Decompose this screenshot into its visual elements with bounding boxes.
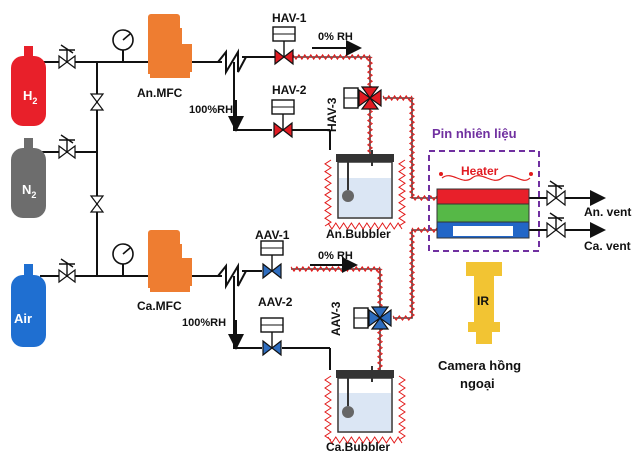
svg-text:N2: N2	[22, 182, 36, 200]
cathode-bubbler-label: Ca.Bubbler	[326, 440, 390, 454]
n2-cylinder: N2	[11, 138, 46, 218]
regulator-valves	[58, 44, 76, 284]
vent-valves	[546, 180, 566, 239]
manifold-valves	[89, 93, 105, 213]
bubbler-heating-wires	[324, 159, 406, 444]
anode-vent-label: An. vent	[584, 205, 631, 219]
cathode-0rh-label: 0% RH	[318, 250, 353, 262]
air-cylinder: Air	[11, 264, 46, 347]
manifold-valve-2	[89, 195, 105, 213]
aav3-label: AAV-3	[329, 301, 343, 336]
h2-regulator-valve	[58, 44, 76, 70]
fuel-cell	[428, 150, 540, 252]
camera-caption-line1: Camera hồng	[438, 358, 521, 373]
check-valve-cathode	[217, 262, 247, 290]
anode-mfc	[148, 14, 192, 78]
cathode-vent-valve	[546, 212, 566, 239]
cathode-vent-label: Ca. vent	[584, 239, 631, 253]
hav2-valve	[271, 99, 295, 139]
air-regulator-valve	[58, 258, 76, 284]
camera-caption-line2: ngoại	[460, 376, 495, 391]
n2-regulator-valve	[58, 134, 76, 160]
hav3-valve	[343, 86, 382, 110]
hav3-label: HAV-3	[325, 97, 339, 132]
cathode-mfc	[148, 230, 192, 292]
pressure-gauge-anode	[112, 29, 134, 62]
aav3-valve	[353, 306, 392, 330]
aav1-valve	[260, 240, 284, 280]
hav1-label: HAV-1	[272, 11, 307, 25]
cathode-100rh-label: 100%RH	[182, 317, 226, 329]
anode-bubbler	[336, 150, 394, 219]
hav2-label: HAV-2	[272, 83, 307, 97]
svg-text:Air: Air	[14, 311, 32, 326]
ir-camera: IR	[466, 262, 502, 344]
cathode-bubbler	[336, 366, 394, 433]
manifold-valve-1	[89, 93, 105, 111]
aav1-label: AAV-1	[255, 228, 290, 242]
anode-0rh-label: 0% RH	[318, 31, 353, 43]
flow-arrows	[228, 40, 362, 350]
svg-text:IR: IR	[477, 294, 489, 308]
anode-vent-valve	[546, 180, 566, 207]
check-valve-anode	[217, 48, 247, 76]
svg-text:H2: H2	[23, 88, 37, 106]
anode-mfc-label: An.MFC	[137, 86, 183, 100]
aav2-valve	[260, 317, 284, 357]
heater-label: Heater	[461, 164, 499, 178]
actuated-valves	[260, 26, 392, 357]
cathode-mfc-label: Ca.MFC	[137, 299, 182, 313]
aav2-label: AAV-2	[258, 295, 293, 309]
h2-cylinder: H2	[11, 46, 46, 126]
fuel-cell-title: Pin nhiên liệu	[432, 126, 517, 141]
pressure-gauge-cathode	[112, 243, 134, 276]
anode-100rh-label: 100%RH	[189, 104, 233, 116]
hav1-valve	[272, 26, 296, 66]
anode-bubbler-label: An.Bubbler	[326, 227, 391, 241]
